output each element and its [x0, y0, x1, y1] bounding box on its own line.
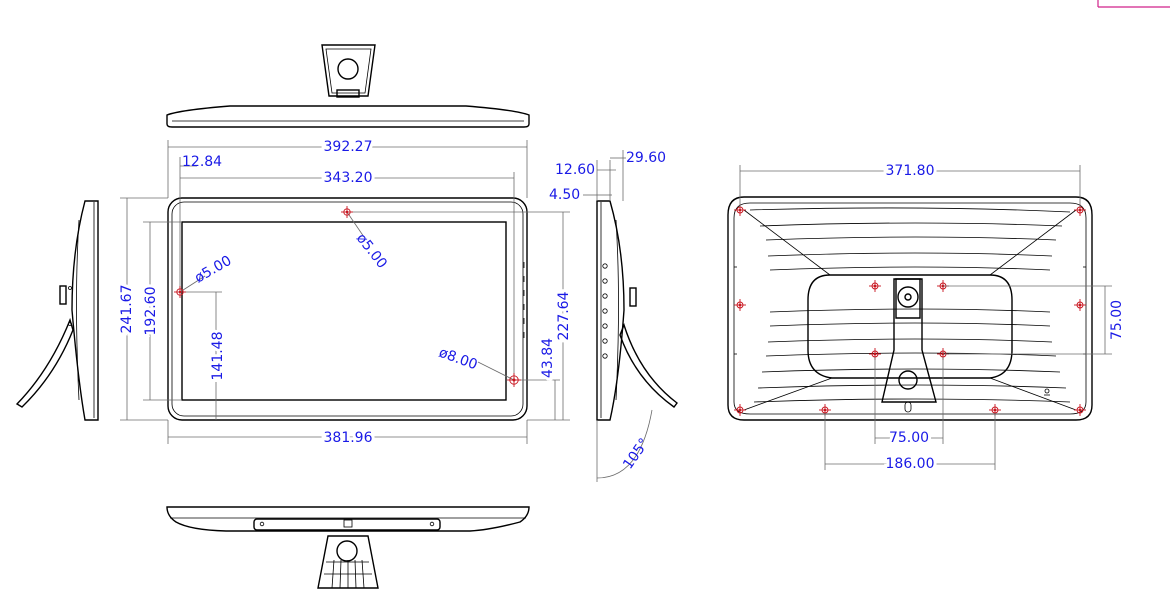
dim-bezel: 4.50: [549, 187, 580, 203]
left-side-view: [15, 200, 99, 421]
rear-view: 371.80 75.00 75.00 186.00: [727, 160, 1125, 475]
corner-frame-mark: [1097, 0, 1170, 8]
bottom-view: [166, 506, 530, 589]
front-hole-top: [341, 206, 353, 218]
dim-overall-width: 392.27: [324, 139, 373, 155]
dim-depth: 29.60: [626, 150, 666, 166]
dim-edge-offset: 12.84: [182, 154, 222, 170]
dim-hole-from-bottom: 43.84: [540, 338, 556, 378]
dim-hole-top-diameter: ø5.00: [353, 231, 390, 272]
front-hole-left: [174, 286, 186, 298]
dim-hole-left-diameter: ø5.00: [192, 253, 234, 287]
dim-hole-spacing: 343.20: [324, 170, 373, 186]
dim-right-height: 227.64: [556, 291, 572, 340]
dim-top-hole-span: 371.80: [886, 163, 935, 179]
dim-vesa-height: 75.00: [1109, 300, 1125, 340]
dim-active-height: 192.60: [143, 287, 159, 336]
front-view: 392.27 12.84 343.20 381.96 241.67 192.60…: [116, 136, 575, 449]
top-view: [166, 44, 530, 128]
dim-tilt-angle: 105°: [620, 435, 652, 472]
dim-hole-height: 141.48: [210, 332, 226, 381]
dim-front-offset: 12.60: [555, 162, 595, 178]
dim-bottom-hole-span: 186.00: [886, 456, 935, 472]
dim-overall-height: 241.67: [119, 285, 135, 334]
rear-mounting-holes: [734, 204, 1086, 416]
dim-hole-right-diameter: ø8.00: [437, 345, 480, 374]
dim-vesa-width: 75.00: [889, 430, 929, 446]
dim-bottom-width: 381.96: [324, 430, 373, 446]
front-hole-right: [507, 373, 521, 387]
